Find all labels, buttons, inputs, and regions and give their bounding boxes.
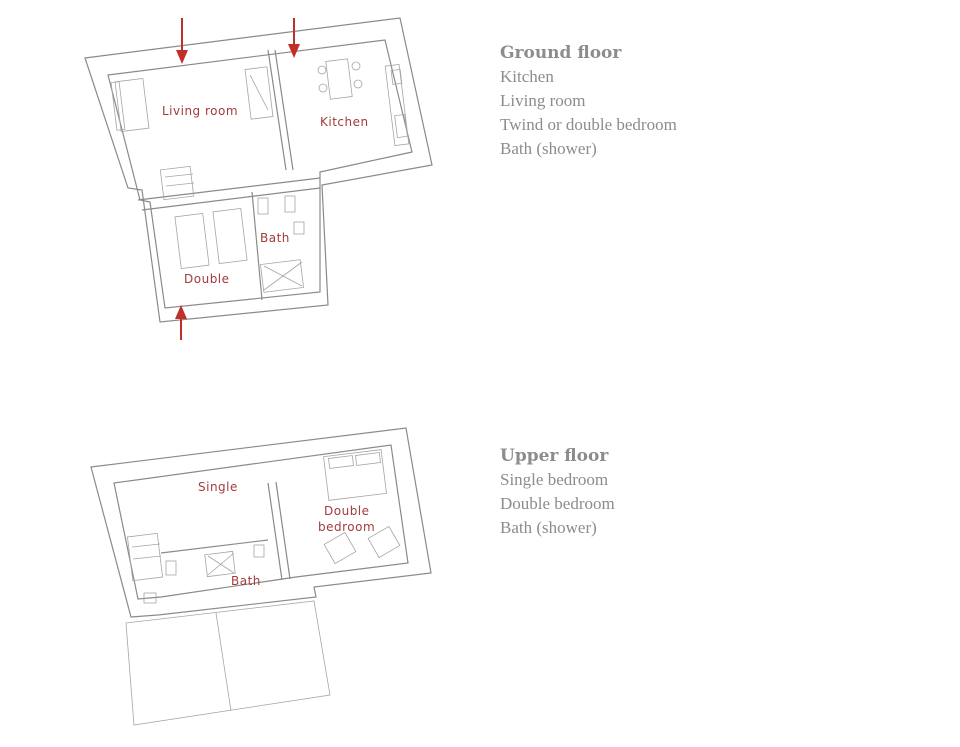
ground-floor-legend: Ground floor Kitchen Living room Twind o… xyxy=(500,43,677,161)
stair-step-2 xyxy=(165,182,195,187)
label-living-room: Living room xyxy=(162,104,238,118)
fireplace-hatch xyxy=(249,74,269,111)
chair-3 xyxy=(351,61,361,71)
entrance-arrowhead-living xyxy=(176,50,188,64)
stair-step-2 xyxy=(132,555,162,560)
list-item: Bath (shower) xyxy=(500,139,597,158)
fireplace xyxy=(244,66,274,120)
upper-floor-legend: Upper floor Single bedroom Double bedroo… xyxy=(500,446,615,540)
washbasin xyxy=(143,592,157,604)
upper-inner-wall xyxy=(113,444,409,600)
label-single: Single xyxy=(198,480,238,494)
shower xyxy=(259,259,305,293)
single-double-wall-2 xyxy=(275,481,291,580)
shower-diag-2 xyxy=(263,261,303,291)
upper-floor-heading: Upper floor xyxy=(500,446,609,466)
toilet xyxy=(284,195,296,213)
terrace xyxy=(125,600,331,726)
shower-diag-2 xyxy=(207,552,235,576)
armchair xyxy=(323,531,357,565)
stove xyxy=(394,114,408,138)
list-item: Twind or double bedroom xyxy=(500,115,677,134)
pillow-2 xyxy=(355,452,381,466)
ground-floor-plan: Living room Kitchen Bath Double xyxy=(80,10,440,345)
bed xyxy=(174,213,210,269)
list-item: Double bedroom xyxy=(500,494,615,513)
stairs xyxy=(126,532,164,582)
sofa-back xyxy=(110,81,126,131)
label-bath: Bath xyxy=(260,231,290,245)
ground-floor-heading: Ground floor xyxy=(500,43,622,63)
washbasin xyxy=(257,197,269,215)
stair-step xyxy=(131,543,161,548)
bidet xyxy=(253,544,265,558)
bath-wall xyxy=(251,191,263,301)
living-kitchen-wall xyxy=(274,49,294,171)
chair-4 xyxy=(353,79,363,89)
list-item: Bath (shower) xyxy=(500,518,597,537)
list-item: Single bedroom xyxy=(500,470,609,489)
ground-inner-wall xyxy=(107,39,413,309)
upper-floor-list: Single bedroom Double bedroom Bath (show… xyxy=(500,468,615,540)
ground-floor-drawing: Living room Kitchen Bath Double xyxy=(84,17,433,340)
chair xyxy=(317,65,327,75)
list-item: Kitchen xyxy=(500,67,554,86)
chair-2 xyxy=(318,83,328,93)
kitchen-counter xyxy=(384,63,410,147)
upper-floor-drawing: Single Double bedroom Bath xyxy=(90,427,432,726)
upper-outer-wall xyxy=(90,427,432,618)
entrance-arrowhead-double xyxy=(175,305,187,319)
label-double-line2: bedroom xyxy=(318,520,375,534)
ground-outer-wall xyxy=(84,17,433,323)
label-double: Double xyxy=(184,272,230,286)
stair-step xyxy=(164,173,194,178)
ground-floor-list: Kitchen Living room Twind or double bedr… xyxy=(500,65,677,161)
bed-2 xyxy=(212,208,248,264)
stairs xyxy=(159,165,195,201)
label-double-line1: Double xyxy=(324,504,370,518)
terrace-divider xyxy=(215,612,232,712)
single-double-wall xyxy=(267,482,283,581)
list-item: Living room xyxy=(500,91,586,110)
shower xyxy=(204,550,236,578)
label-kitchen: Kitchen xyxy=(320,115,369,129)
upper-floor-plan: Single Double bedroom Bath xyxy=(86,425,436,740)
living-bottom-wall xyxy=(137,177,321,201)
sofa xyxy=(114,78,150,132)
sink xyxy=(390,68,403,85)
toilet xyxy=(165,560,177,576)
kitchen-table xyxy=(325,58,353,100)
living-bottom-wall-2 xyxy=(141,187,321,211)
label-bath: Bath xyxy=(231,574,261,588)
armchair-2 xyxy=(367,525,401,559)
pillow xyxy=(328,455,354,469)
bidet xyxy=(293,221,305,235)
entrance-arrowhead-kitchen xyxy=(288,44,300,58)
single-bath-wall xyxy=(160,539,269,554)
living-kitchen-wall-2 xyxy=(267,49,287,171)
double-bed xyxy=(323,449,387,501)
